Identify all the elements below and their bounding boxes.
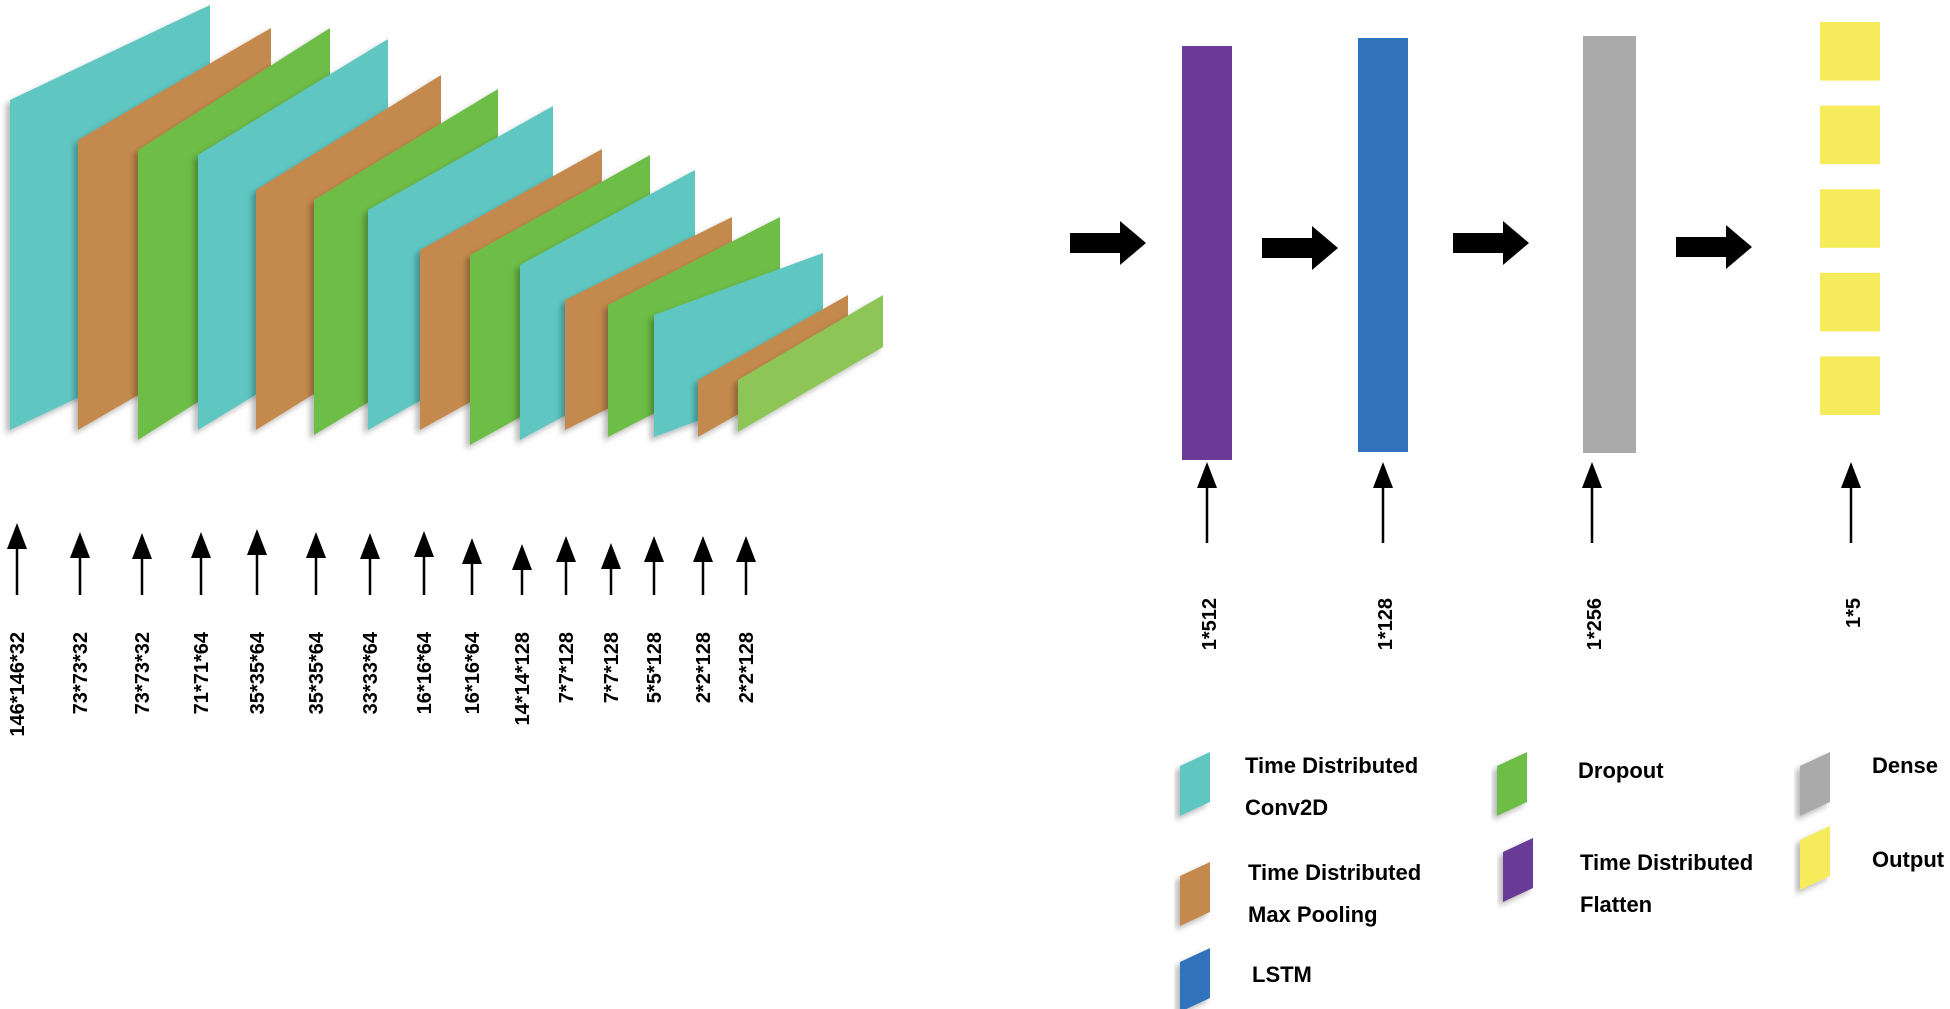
output-unit-0 (1820, 22, 1880, 81)
dense-dim-label-0: 1*512 (1199, 598, 1221, 650)
up-arrow-icon (1373, 462, 1393, 543)
up-arrow-icon (7, 523, 27, 595)
up-arrow-icon (736, 536, 756, 595)
cnn-dim-label-9: 14*14*128 (512, 632, 534, 725)
cnn-dim-label-7: 16*16*64 (414, 631, 436, 714)
up-arrow-icon (1197, 462, 1217, 543)
cnn-layer-stack (10, 5, 883, 445)
cnn-dim-label-6: 33*33*64 (360, 631, 382, 714)
dense-layer-dense (1583, 36, 1636, 453)
up-arrow-icon (644, 536, 664, 595)
dense-dim-label-3: 1*5 (1843, 598, 1865, 628)
legend-item-output: Output (1800, 826, 1945, 890)
cnn-dim-label-5: 35*35*64 (306, 631, 328, 714)
up-arrow-icon (360, 533, 380, 595)
cnn-dim-label-3: 71*71*64 (191, 631, 213, 714)
up-arrow-icon (1841, 462, 1861, 543)
cnn-layer-conv2d-12 (654, 253, 823, 437)
cnn-dim-label-8: 16*16*64 (462, 631, 484, 714)
block-arrow-icon (1262, 226, 1338, 270)
cnn-dim-label-4: 35*35*64 (247, 631, 269, 714)
block-arrow-icon (1676, 225, 1752, 269)
up-arrow-icon (556, 536, 576, 595)
cnn-dim-label-1: 73*73*32 (70, 632, 92, 714)
cnn-dim-label-2: 73*73*32 (132, 632, 154, 714)
up-arrow-icon (693, 536, 713, 595)
legend-item-lstm: LSTM (1180, 948, 1312, 1009)
cnn-dim-label-11: 7*7*128 (601, 632, 623, 703)
cnn-dim-label-10: 7*7*128 (556, 632, 578, 703)
legend-label: Time Distributed (1245, 753, 1418, 778)
cnn-dim-label-13: 2*2*128 (693, 632, 715, 703)
legend-label: Flatten (1580, 892, 1652, 917)
up-arrow-icon (70, 532, 90, 595)
up-arrow-icon (462, 538, 482, 595)
up-arrow-icon (601, 543, 621, 595)
legend-label: Output (1872, 847, 1945, 872)
parallelogram-swatch-icon (1180, 862, 1210, 926)
dense-dim-label-2: 1*256 (1584, 598, 1606, 650)
legend-label: Dropout (1578, 758, 1664, 783)
legend-label: Max Pooling (1248, 902, 1378, 927)
output-unit-4 (1820, 356, 1880, 415)
block-arrow-icon (1070, 221, 1146, 265)
up-arrow-icon (1582, 462, 1602, 543)
legend-label: Conv2D (1245, 795, 1328, 820)
parallelogram-swatch-icon (1180, 752, 1210, 816)
cnn-dim-label-12: 5*5*128 (644, 632, 666, 703)
cnn-dimension-labels: 146*146*32 73*73*32 73*73*32 71*71*64 35*35*… (7, 523, 758, 737)
output-unit-1 (1820, 105, 1880, 165)
parallelogram-swatch-icon (1503, 838, 1533, 902)
up-arrow-icon (247, 529, 267, 595)
legend-label: Time Distributed (1248, 860, 1421, 885)
dense-dim-label-1: 1*128 (1375, 598, 1397, 650)
block-arrow-icon (1453, 221, 1529, 265)
up-arrow-icon (414, 531, 434, 595)
cnn-dim-label-0: 146*146*32 (7, 632, 29, 737)
output-unit-3 (1820, 272, 1880, 332)
parallelogram-swatch-icon (1180, 948, 1210, 1009)
up-arrow-icon (132, 533, 152, 595)
cnn-layer-dropout_last-14 (738, 295, 883, 432)
dense-layer-pipeline: 1*512 1*128 1*256 1*5 (1070, 22, 1880, 650)
up-arrow-icon (191, 532, 211, 595)
legend-label: LSTM (1252, 962, 1312, 987)
legend-label: Time Distributed (1580, 850, 1753, 875)
up-arrow-icon (306, 532, 326, 595)
output-unit-2 (1820, 189, 1880, 248)
dense-layer-lstm (1358, 38, 1408, 452)
dense-layer-flatten (1182, 46, 1232, 460)
parallelogram-swatch-icon (1800, 826, 1830, 890)
cnn-dim-label-14: 2*2*128 (736, 632, 758, 703)
legend-item-dropout: Dropout (1497, 752, 1664, 816)
up-arrow-icon (512, 544, 532, 595)
parallelogram-swatch-icon (1800, 752, 1830, 816)
parallelogram-swatch-icon (1497, 752, 1527, 816)
legend-item-dense: Dense (1800, 752, 1938, 816)
legend-label: Dense (1872, 753, 1938, 778)
